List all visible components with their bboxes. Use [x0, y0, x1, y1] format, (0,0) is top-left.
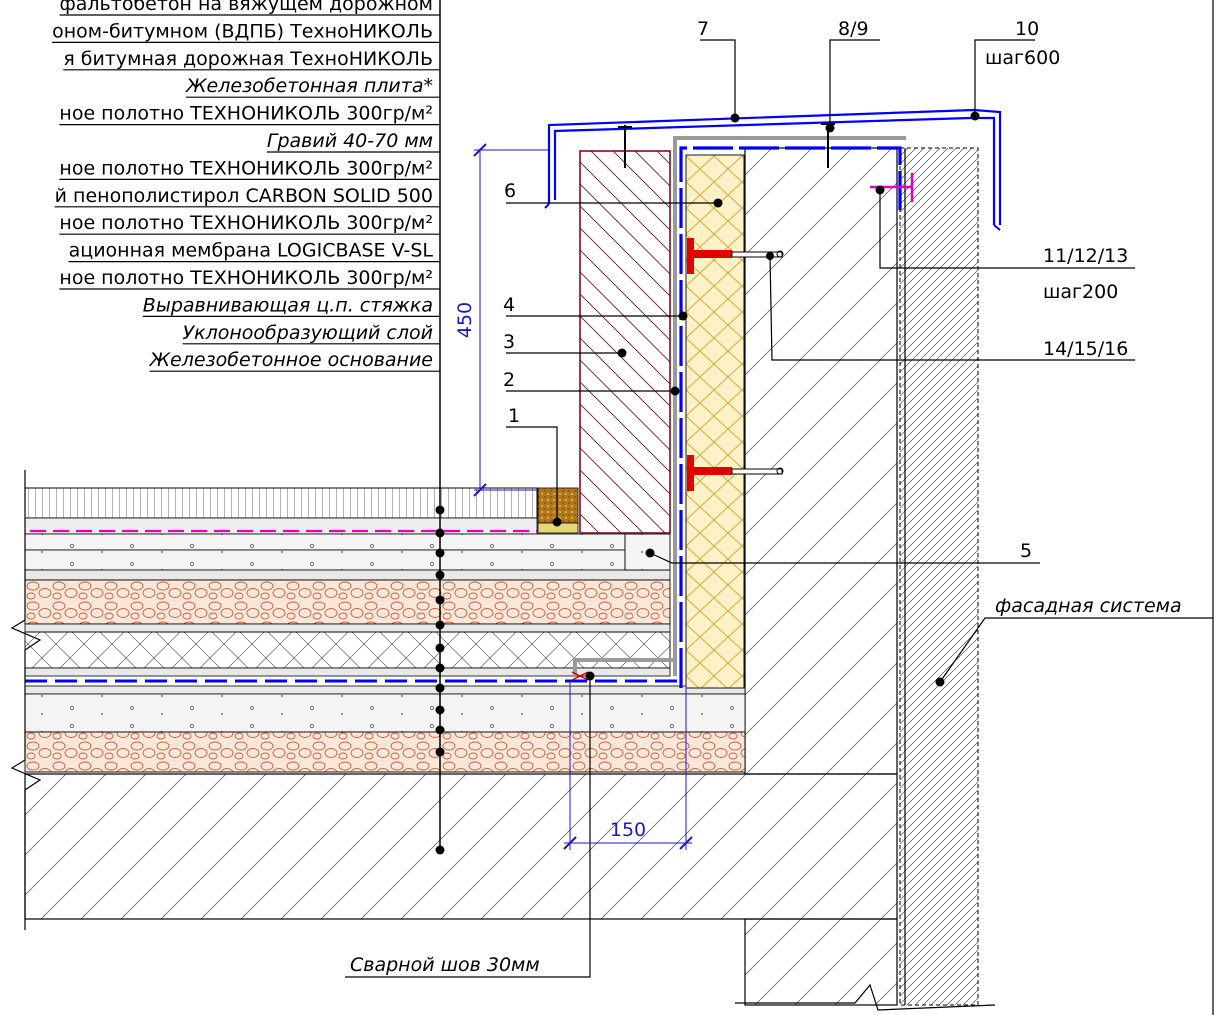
- layer-label-text: ационная мембрана LOGICBASE V-SL: [69, 240, 434, 262]
- dimension-height-text: 450: [454, 302, 476, 338]
- numbered-callouts: 1 2 3 4 5 6 7 8/9: [345, 18, 1213, 978]
- layer-label-row: ное полотно ТЕХНОНИКОЛЬ 300гр/м²: [59, 157, 440, 180]
- callout-7-text: 7: [697, 18, 709, 40]
- brick-protection-wall: [579, 150, 671, 534]
- callout-4: 4: [503, 294, 688, 321]
- callout-6-text: 6: [504, 180, 516, 202]
- callout-14-15-16: 14/15/16: [766, 252, 1135, 361]
- callout-8-9: 8/9: [825, 18, 880, 133]
- callout-4-text: 4: [503, 294, 515, 316]
- layer-label-row: ное полотно ТЕХНОНИКОЛЬ 300гр/м²: [59, 267, 440, 290]
- layer-callouts: фальтобетон на вяжущем дорожном оном-биту…: [52, 0, 445, 855]
- weld-label: Сварной шов 30мм: [350, 954, 540, 976]
- layer-label-rows: фальтобетон на вяжущем дорожном оном-биту…: [52, 0, 440, 372]
- layer-label-text: я битумная дорожная ТехноНИКОЛЬ: [63, 48, 433, 70]
- callout-2: 2: [503, 369, 680, 396]
- callout-10: 10 шаг600: [970, 18, 1060, 121]
- facade-label: фасадная система: [995, 595, 1182, 617]
- layer-label-row: я битумная дорожная ТехноНИКОЛЬ: [63, 48, 440, 71]
- callout-2-text: 2: [503, 369, 515, 391]
- callout-3-text: 3: [503, 331, 515, 353]
- callout-7: 7: [697, 18, 740, 123]
- coping-flashing: [544, 108, 1002, 231]
- layer-label-text: ное полотно ТЕХНОНИКОЛЬ 300гр/м²: [59, 267, 433, 289]
- layer-label-text: Железобетонное основание: [149, 349, 433, 371]
- callout-3: 3: [503, 331, 627, 358]
- dimension-overlap-text: 150: [610, 819, 646, 841]
- layer-label-row: й пенополистирол CARBON SOLID 500: [54, 185, 440, 208]
- layer-label-row: Железобетонное основание: [149, 349, 440, 372]
- callout-1: 1: [506, 405, 562, 527]
- callout-11-12-13: 11/12/13 шаг200: [875, 185, 1135, 303]
- layer-label-text: Гравий 40-70 мм: [267, 130, 433, 152]
- callout-8-9-text: 8/9: [838, 18, 869, 40]
- layer-label-text: оном-битумном (ВДПБ) ТехноНИКОЛЬ: [52, 20, 433, 42]
- layer-label-row: ное полотно ТЕХНОНИКОЛЬ 300гр/м²: [59, 212, 440, 235]
- layer-label-row: ационная мембрана LOGICBASE V-SL: [68, 240, 440, 263]
- layer-label-row: фальтобетон на вяжущем дорожном: [59, 0, 440, 16]
- parapet-wall: [744, 147, 898, 775]
- layer-label-text: ное полотно ТЕХНОНИКОЛЬ 300гр/м²: [59, 212, 433, 234]
- layer-label-text: й пенополистирол CARBON SOLID 500: [55, 185, 433, 207]
- anchor-lower: [687, 455, 784, 491]
- callout-10-step: шаг600: [985, 47, 1060, 69]
- layer-label-row: ное полотно ТЕХНОНИКОЛЬ 300гр/м²: [59, 103, 440, 126]
- dimension-height: 450: [454, 143, 548, 497]
- callout-1-text: 1: [508, 405, 520, 427]
- callout-5: 5: [645, 540, 1040, 564]
- layer-label-row: оном-битумном (ВДПБ) ТехноНИКОЛЬ: [52, 20, 440, 44]
- weld-callout: Сварной шов 30мм: [345, 671, 595, 978]
- insulation-anchors: [687, 238, 784, 491]
- callout-5-text: 5: [1020, 540, 1032, 562]
- layer-callout-dots: [435, 505, 445, 855]
- callout-11-12-13-step: шаг200: [1043, 281, 1118, 303]
- callout-11-12-13-text: 11/12/13: [1043, 245, 1128, 267]
- break-lines: [10, 0, 1214, 1015]
- dimension-overlap: 150: [563, 680, 693, 850]
- layer-label-text: фальтобетон на вяжущем дорожном: [60, 0, 433, 15]
- callout-10-text: 10: [1015, 18, 1039, 40]
- layer-label-text: Железобетонная плита*: [185, 75, 433, 97]
- layer-label-row: Гравий 40-70 мм: [266, 130, 440, 153]
- layer-label-row: Уклонообразующий слой: [182, 322, 440, 345]
- layer-label-text: Выравнивающая ц.п. стяжка: [143, 294, 433, 316]
- callout-6: 6: [504, 180, 723, 208]
- anchor-upper: [687, 238, 784, 274]
- facade-callout: фасадная система: [935, 595, 1213, 687]
- concrete-base-slab: [24, 773, 898, 1006]
- facade-system: [899, 147, 979, 1006]
- weld-mark: [571, 671, 589, 681]
- callout-14-15-16-text: 14/15/16: [1043, 338, 1128, 360]
- layer-label-row: Железобетонная плита*: [185, 75, 440, 98]
- layer-label-text: ное полотно ТЕХНОНИКОЛЬ 300гр/м²: [59, 103, 433, 125]
- layer-label-text: Уклонообразующий слой: [183, 322, 433, 344]
- layer-label-row: Выравнивающая ц.п. стяжка: [142, 294, 440, 317]
- edge-strip: [537, 487, 579, 534]
- layer-label-text: ное полотно ТЕХНОНИКОЛЬ 300гр/м²: [59, 157, 433, 179]
- wall-insulation: [685, 154, 745, 689]
